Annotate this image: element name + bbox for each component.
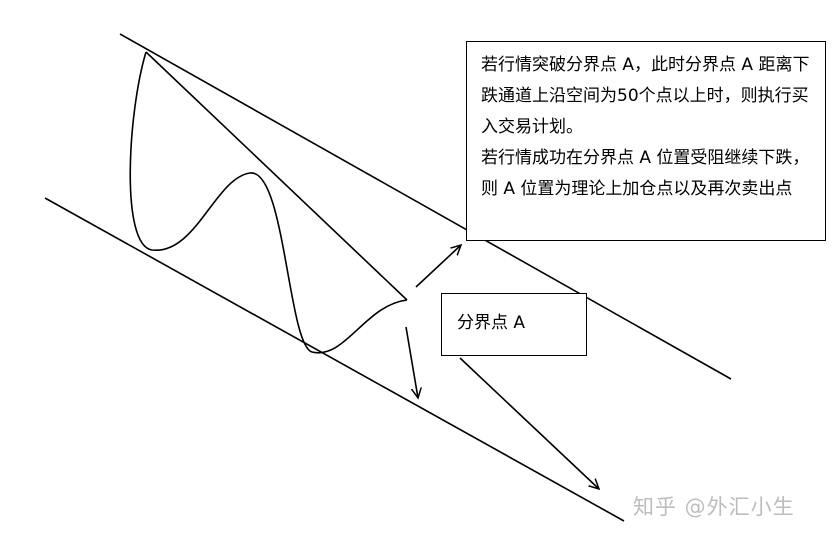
pullback-arrow [405,326,418,398]
strategy-note-sell: 若行情成功在分界点 A 位置受阻继续下跌，则 A 位置为理论上加仓点以及再次卖出… [481,148,810,199]
price-curve [129,51,408,354]
channel-upper-line [119,33,732,380]
channel-lower-line [44,197,625,522]
dividing-point-label-box: 分界点 A [441,293,587,356]
trend-line [145,51,408,301]
breakout-arrow [415,245,461,288]
watermark: 知乎 @外汇小生 [633,495,795,519]
strategy-note-box: 若行情突破分界点 A，此时分界点 A 距离下跌通道上沿空间为50个点以上时，则执… [466,41,826,241]
dividing-point-label: 分界点 A [457,313,526,333]
strategy-note-buy: 若行情突破分界点 A，此时分界点 A 距离下跌通道上沿空间为50个点以上时，则执… [481,55,810,137]
decline-arrow [459,357,599,489]
